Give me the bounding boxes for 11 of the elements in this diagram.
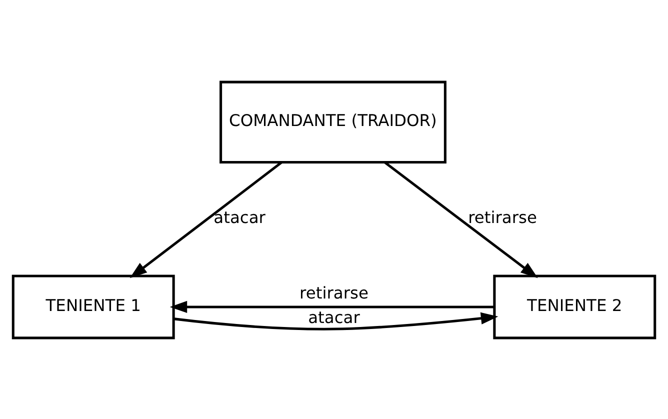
edge-label: atacar (214, 207, 266, 226)
edge-label: atacar (308, 308, 360, 327)
node-box: COMANDANTE (TRAIDOR) (220, 80, 446, 164)
arrow (130, 160, 282, 278)
arrow (384, 160, 538, 278)
edge-label: retirarse (300, 283, 368, 302)
node-box: TENIENTE 1 (12, 274, 175, 339)
edge-label: retirarse (468, 207, 538, 226)
arrow (173, 312, 498, 330)
node-box: TENIENTE 2 (493, 274, 656, 339)
arrow (170, 300, 494, 313)
